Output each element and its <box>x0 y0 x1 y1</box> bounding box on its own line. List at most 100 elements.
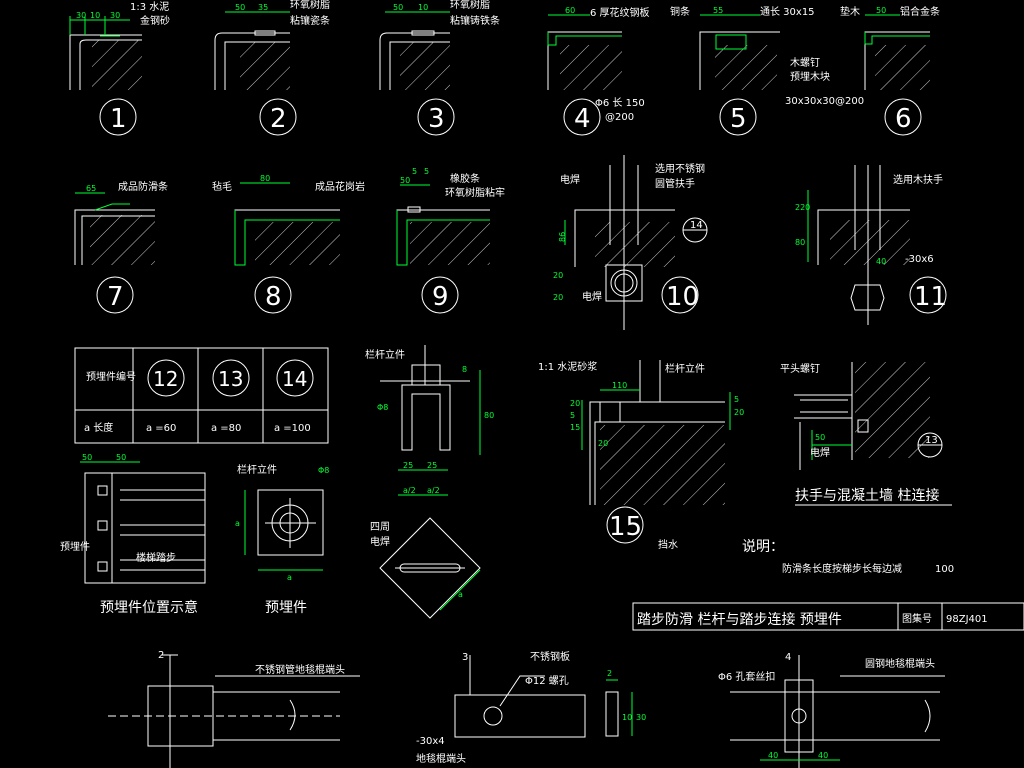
svg-text:栏杆立件: 栏杆立件 <box>665 362 705 375</box>
svg-text:25: 25 <box>427 461 437 470</box>
svg-text:50: 50 <box>876 6 886 15</box>
channel-detail: 栏杆立件 8 80 Φ8 25 25 a/2 a/2 <box>365 345 494 496</box>
svg-text:a =100: a =100 <box>274 423 311 434</box>
bottom-detail-2: 3 不锈钢板 Φ12 螺孔 -30x4 地毯棍端头 2 30 10 <box>416 650 646 765</box>
svg-text:3: 3 <box>428 104 445 134</box>
svg-text:防滑条长度按梯步长每边减: 防滑条长度按梯步长每边减 <box>782 562 902 575</box>
svg-text:选用不锈钢: 选用不锈钢 <box>655 162 705 175</box>
svg-text:1:1 水泥砂浆: 1:1 水泥砂浆 <box>538 360 597 373</box>
svg-text:98ZJ401: 98ZJ401 <box>946 614 988 625</box>
detail-7: 65 成品防滑条 7 <box>74 180 168 314</box>
svg-text:20: 20 <box>598 439 608 448</box>
svg-text:80: 80 <box>260 174 270 183</box>
svg-text:电焊: 电焊 <box>810 446 830 459</box>
svg-text:14: 14 <box>282 367 307 391</box>
svg-text:粘镶瓷条: 粘镶瓷条 <box>290 14 330 27</box>
embed-table: 预埋件编号 a 长度 12 13 14 a =60 a =80 a =100 <box>74 347 329 444</box>
svg-text:扶手与混凝土墙 柱连接: 扶手与混凝土墙 柱连接 <box>795 487 939 504</box>
svg-text:电焊: 电焊 <box>560 173 580 186</box>
svg-text:5: 5 <box>730 104 747 134</box>
svg-text:220: 220 <box>795 203 810 212</box>
svg-text:-30x4: -30x4 <box>416 736 445 747</box>
bottom-detail-1: 2 不锈钢管地毯棍端头 <box>108 650 360 768</box>
svg-text:圆钢地毯棍端头: 圆钢地毯棍端头 <box>865 657 935 670</box>
svg-text:50: 50 <box>235 3 245 12</box>
svg-text:楼梯踏步: 楼梯踏步 <box>136 551 176 564</box>
svg-text:40: 40 <box>818 751 828 760</box>
svg-text:4: 4 <box>785 652 791 663</box>
svg-text:2: 2 <box>607 669 612 678</box>
svg-text:65: 65 <box>86 184 96 193</box>
svg-text:预埋件位置示意: 预埋件位置示意 <box>100 599 198 616</box>
detail-1: 30 10 30 1:3 水泥 金钢砂 1 <box>69 0 170 136</box>
svg-text:50: 50 <box>82 453 92 462</box>
svg-text:粘镶铸铁条: 粘镶铸铁条 <box>450 14 500 27</box>
svg-text:7: 7 <box>107 282 124 312</box>
svg-text:预埋件: 预埋件 <box>60 541 90 553</box>
svg-text:13: 13 <box>925 435 938 446</box>
svg-text:栏杆立件: 栏杆立件 <box>237 463 277 476</box>
svg-text:15: 15 <box>609 512 642 542</box>
svg-text:20: 20 <box>734 408 744 417</box>
svg-text:8: 8 <box>462 365 467 374</box>
detail-4: 60 6 厚花纹钢板 Φ6 长 150 @200 4 <box>547 6 650 136</box>
svg-text:环氧树脂: 环氧树脂 <box>290 0 330 11</box>
svg-text:50: 50 <box>815 433 825 442</box>
svg-text:25: 25 <box>403 461 413 470</box>
svg-text:a: a <box>458 590 463 599</box>
svg-text:Φ12 螺孔: Φ12 螺孔 <box>525 675 569 687</box>
svg-text:30: 30 <box>636 713 646 722</box>
title-block: 踏步防滑 栏杆与踏步连接 预埋件 图集号 98ZJ401 <box>632 602 1024 631</box>
svg-text:金钢砂: 金钢砂 <box>140 14 170 27</box>
svg-text:30: 30 <box>76 11 86 20</box>
svg-text:11: 11 <box>914 282 947 312</box>
svg-text:14: 14 <box>690 220 703 231</box>
svg-text:3: 3 <box>462 652 468 663</box>
svg-text:35: 35 <box>258 3 268 12</box>
diamond-plate: 四周 电焊 a <box>370 517 481 619</box>
svg-text:-30x6: -30x6 <box>905 254 934 265</box>
svg-text:Φ8: Φ8 <box>377 403 388 412</box>
svg-text:13: 13 <box>218 367 243 391</box>
svg-text:环氧树脂粘牢: 环氧树脂粘牢 <box>445 186 505 199</box>
svg-text:80: 80 <box>795 238 805 247</box>
svg-text:木螺钉: 木螺钉 <box>790 57 820 69</box>
svg-text:20: 20 <box>553 271 563 280</box>
svg-text:a: a <box>235 519 240 528</box>
svg-text:20: 20 <box>570 399 580 408</box>
detail-10: 86 20 20 电焊 选用不锈钢 圆管扶手 电焊 14 10 <box>553 155 708 330</box>
svg-text:10: 10 <box>622 713 632 722</box>
svg-text:110: 110 <box>612 381 627 390</box>
svg-text:四周: 四周 <box>370 521 390 533</box>
svg-text:Φ6 孔套丝扣: Φ6 孔套丝扣 <box>718 670 775 683</box>
svg-text:5: 5 <box>570 411 575 420</box>
svg-text:橡胶条: 橡胶条 <box>450 172 480 185</box>
detail-6: 50 铝合金条 6 <box>864 5 940 136</box>
svg-text:10: 10 <box>666 282 699 312</box>
svg-text:10: 10 <box>90 11 100 20</box>
svg-text:地毯棍端头: 地毯棍端头 <box>416 752 466 765</box>
svg-text:2: 2 <box>158 650 164 661</box>
svg-text:Φ6 长 150: Φ6 长 150 <box>595 97 645 109</box>
svg-text:Φ8: Φ8 <box>318 466 329 475</box>
svg-text:80: 80 <box>484 411 494 420</box>
svg-text:1:3 水泥: 1:3 水泥 <box>130 0 169 13</box>
svg-text:平头螺钉: 平头螺钉 <box>780 363 820 375</box>
svg-text:50: 50 <box>116 453 126 462</box>
detail-8: 80 毡毛 成品花岗岩 8 <box>212 174 365 314</box>
general-note: 说明： 防滑条长度按梯步长每边减 100 <box>742 539 954 575</box>
svg-text:50: 50 <box>393 3 403 12</box>
svg-text:a 长度: a 长度 <box>84 421 113 434</box>
wall-connection: 平头螺钉 电焊 50 13 扶手与混凝土墙 柱连接 <box>780 362 952 506</box>
svg-text:@200: @200 <box>605 112 634 123</box>
svg-text:毡毛: 毡毛 <box>212 180 232 193</box>
svg-text:55: 55 <box>713 6 723 15</box>
svg-text:铜条: 铜条 <box>670 5 690 18</box>
svg-text:a/2: a/2 <box>427 486 440 495</box>
svg-text:6 厚花纹钢板: 6 厚花纹钢板 <box>590 6 650 19</box>
detail-9: 50 5 5 橡胶条 环氧树脂粘牢 9 <box>396 167 505 314</box>
svg-text:不锈钢管地毯棍端头: 不锈钢管地毯棍端头 <box>255 663 345 676</box>
detail-5: 55 铜条 通长 30x15 垫木 木螺钉 预埋木块 30x30x30@200 … <box>670 5 864 136</box>
svg-text:铝合金条: 铝合金条 <box>900 5 940 18</box>
